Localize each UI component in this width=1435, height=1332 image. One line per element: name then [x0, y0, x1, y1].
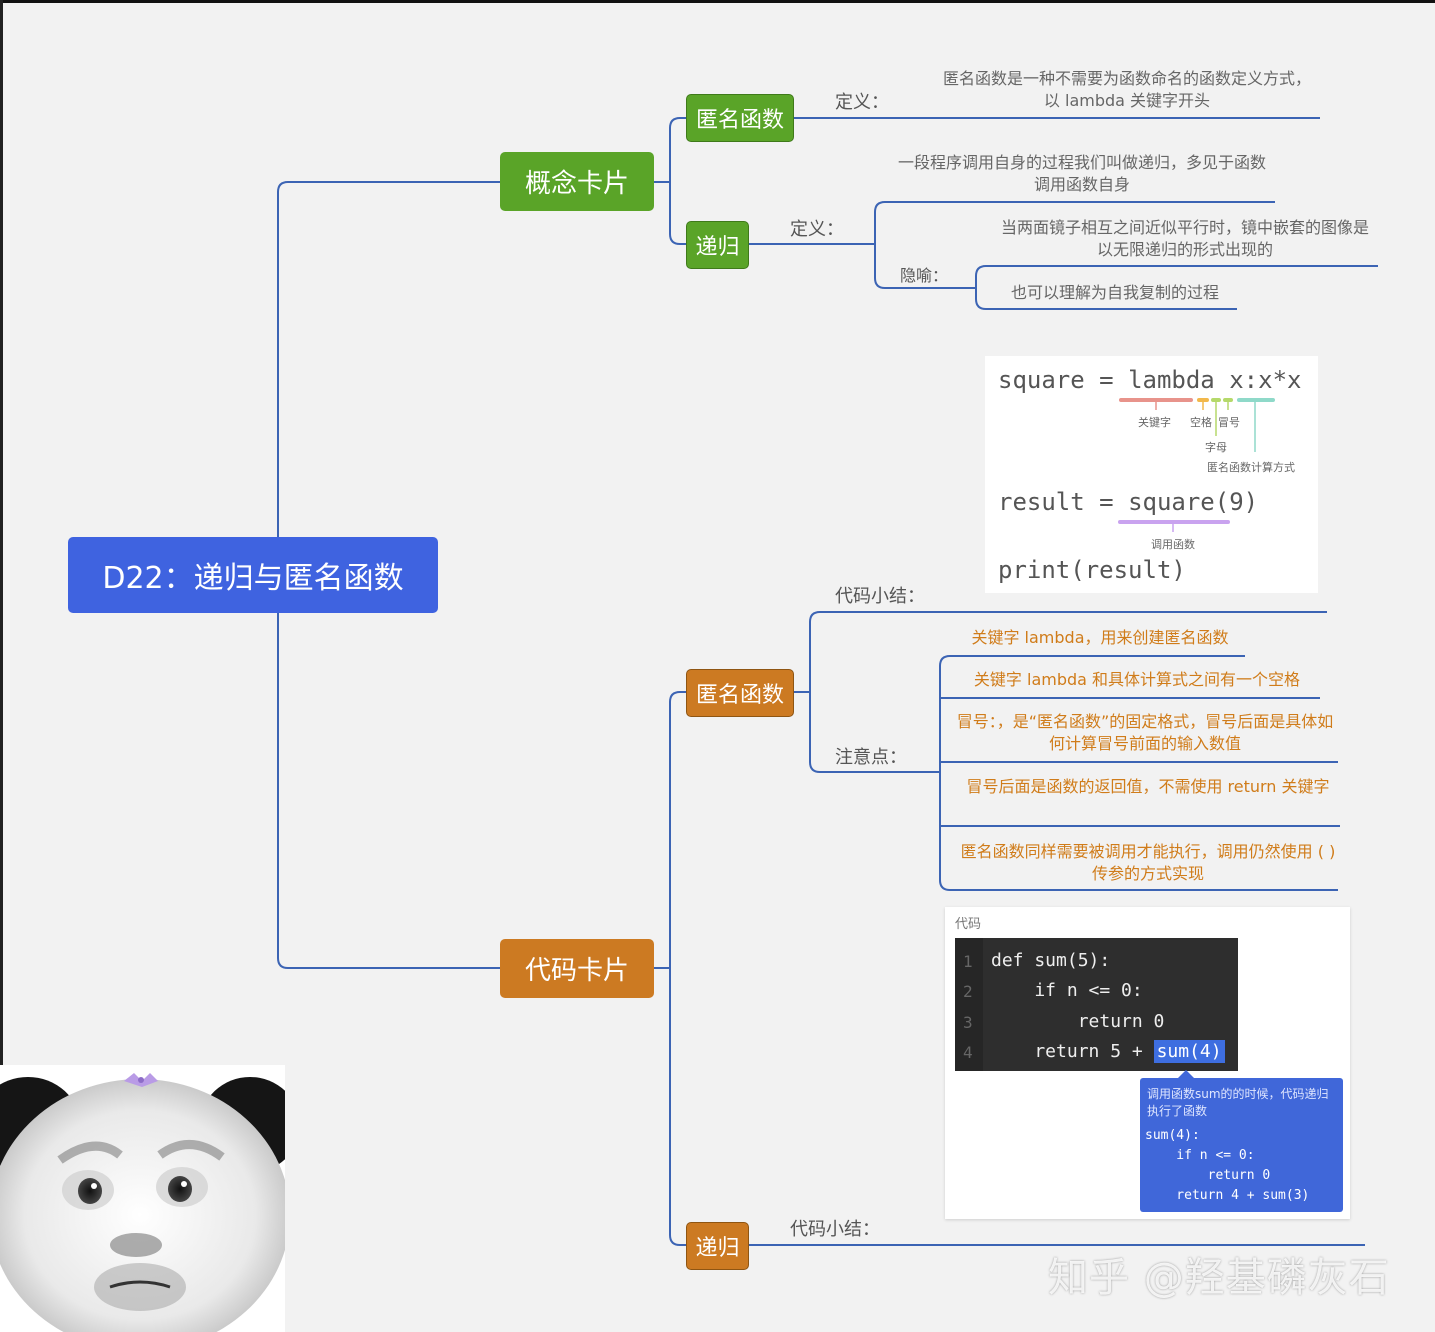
ann-letter: 字母 [1205, 441, 1227, 454]
underline-colon [1223, 398, 1233, 402]
lambda-keyword: lambda [1128, 366, 1215, 394]
tooltip-text: 调用函数sum的的时候，代码递归执行了函数 [1147, 1087, 1329, 1118]
annotation-ticks [1155, 402, 1256, 532]
note-1: 关键字 lambda，用来创建匿名函数 [971, 628, 1229, 647]
lambda-expr: x:x*x [1229, 366, 1302, 394]
panda-meme-image [0, 1065, 285, 1332]
line-number: 4 [963, 1043, 973, 1062]
line-number: 1 [963, 952, 973, 971]
code-editor: 1 2 3 4 def sum(5): if n <= 0: return 0 … [955, 938, 1238, 1071]
lambda-code-image: square = lambda x:x*x 关键字 空格 冒号 字母 匿名函数计… [985, 356, 1318, 593]
code-line-square: square = lambda x:x*x [998, 366, 1301, 394]
tooltip-code-line: return 0 [1145, 1168, 1271, 1183]
recursion-def-label: 定义： [790, 219, 844, 240]
recursion-metaphor-1: 当两面镜子相互之间近似平行时，镜中嵌套的图像是以无限递归的形式出现的 [1000, 218, 1369, 259]
anonymous-summary-label: 代码小结： [835, 586, 925, 607]
concept-anonymous-label: 匿名函数 [695, 108, 784, 133]
code-line-text: return 5 + [991, 1041, 1154, 1062]
code-recursion-node[interactable]: 递归 [686, 1222, 749, 1270]
underline-call [1118, 520, 1230, 524]
top-edge [0, 0, 1435, 3]
square-var: square [998, 366, 1085, 394]
root-label: D22：递归与匿名函数 [102, 561, 404, 596]
result-eq: = [1099, 488, 1114, 516]
note-4: 冒号后面是函数的返回值，不需使用 return 关键字 [966, 777, 1330, 796]
square-call: square(9) [1128, 488, 1259, 516]
anonymous-notes-label: 注意点： [835, 747, 907, 768]
concept-card-label: 概念卡片 [524, 169, 629, 199]
recursion-def-text: 一段程序调用自身的过程我们叫做递归，多见于函数调用函数自身 [897, 153, 1266, 194]
highlighted-call[interactable]: sum(4) [1153, 1040, 1225, 1063]
line-number: 3 [963, 1013, 973, 1032]
tooltip-code-line: return 4 + sum(3) [1145, 1188, 1310, 1203]
code-card-header: 代码 [955, 917, 982, 932]
concept-recursion-node[interactable]: 递归 [686, 221, 749, 269]
concept-recursion-label: 递归 [695, 235, 740, 260]
underline-calc [1237, 398, 1275, 402]
root-node[interactable]: D22：递归与匿名函数 [68, 537, 438, 613]
tooltip-code-line: sum(4): [1145, 1128, 1200, 1143]
ann-calc: 匿名函数计算方式 [1207, 461, 1295, 474]
recursion-metaphor-label: 隐喻： [900, 266, 949, 285]
anonymous-def-label: 定义： [835, 92, 889, 113]
result-var: result [998, 488, 1085, 516]
underline-letter [1211, 398, 1221, 402]
ann-space: 空格 [1190, 416, 1212, 429]
concept-anonymous-node[interactable]: 匿名函数 [686, 94, 794, 142]
code-anonymous-node[interactable]: 匿名函数 [686, 669, 794, 717]
code-card-label: 代码卡片 [524, 956, 629, 986]
left-edge [0, 0, 3, 1332]
line-gutter: 1 2 3 4 [955, 938, 983, 1071]
underline-keyword [1119, 398, 1193, 402]
note-2: 关键字 lambda 和具体计算式之间有一个空格 [973, 670, 1301, 689]
code-line: return 5 + sum(4) [991, 1040, 1225, 1063]
code-line-print: print(result) [998, 556, 1186, 584]
ann-call: 调用函数 [1151, 538, 1195, 551]
ann-colon: 冒号 [1218, 416, 1240, 429]
code-line-result: result = square(9) [998, 488, 1258, 516]
recursion-tooltip: 调用函数sum的的时候，代码递归执行了函数 sum(4): if n <= 0:… [1140, 1078, 1343, 1212]
tooltip-arrow [1178, 1070, 1194, 1078]
concept-card-node[interactable]: 概念卡片 [500, 152, 654, 211]
square-eq: = [1099, 366, 1114, 394]
code-line: def sum(5): [991, 950, 1111, 971]
line-number: 2 [963, 982, 973, 1001]
note-5: 匿名函数同样需要被调用才能执行，调用仍然使用 ( )传参的方式实现 [960, 842, 1336, 883]
watermark: 知乎 @羟基磷灰石 [1048, 1255, 1390, 1301]
code-line: if n <= 0: [991, 980, 1143, 1001]
underline-space [1197, 398, 1209, 402]
recursion-summary-label: 代码小结： [790, 1219, 880, 1240]
recursion-metaphor-2: 也可以理解为自我复制的过程 [1010, 283, 1219, 302]
code-anonymous-label: 匿名函数 [695, 683, 784, 708]
tooltip-code-line: if n <= 0: [1145, 1148, 1255, 1163]
code-card-node[interactable]: 代码卡片 [500, 939, 654, 998]
code-line: return 0 [991, 1011, 1165, 1032]
note-3: 冒号：，是“匿名函数”的固定格式，冒号后面是具体如何计算冒号前面的输入数值 [956, 712, 1334, 753]
code-recursion-label: 递归 [695, 1236, 740, 1261]
ann-keyword: 关键字 [1138, 416, 1171, 429]
anonymous-def-text: 匿名函数是一种不需要为函数命名的函数定义方式，以 lambda 关键字开头 [942, 69, 1311, 110]
